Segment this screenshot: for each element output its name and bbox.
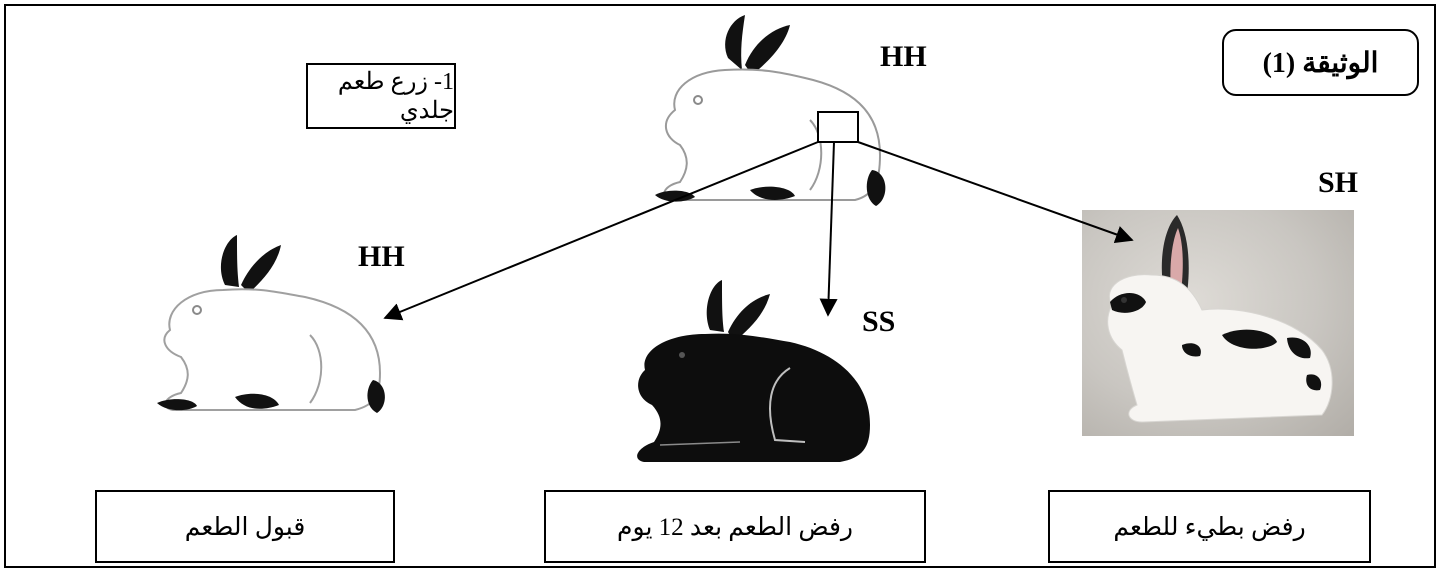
recipient-2-genotype: SS	[862, 305, 896, 338]
graft-label: 1- زرع طعم جلدي	[306, 63, 456, 129]
recipient-3-rabbit	[1107, 215, 1333, 423]
graft-site-marker	[817, 111, 859, 143]
recipient-3-genotype: SH	[1318, 166, 1359, 199]
arrow-to-recipient-2	[819, 141, 838, 317]
recipient-1-genotype: HH	[358, 240, 405, 273]
donor-genotype: HH	[880, 40, 927, 73]
outcome-slow-rejection: رفض بطيء للطعم	[1048, 490, 1371, 563]
donor-rabbit	[655, 15, 886, 206]
outcome-accepted: قبول الطعم	[95, 490, 395, 563]
arrow-to-recipient-1	[383, 141, 819, 321]
recipient-2-rabbit	[637, 280, 870, 462]
document-title: الوثيقة (1)	[1222, 29, 1419, 96]
outcome-rejected-12-days: رفض الطعم بعد 12 يوم	[544, 490, 926, 563]
recipient-1-rabbit	[157, 235, 385, 413]
arrow-to-recipient-3	[857, 141, 1134, 244]
